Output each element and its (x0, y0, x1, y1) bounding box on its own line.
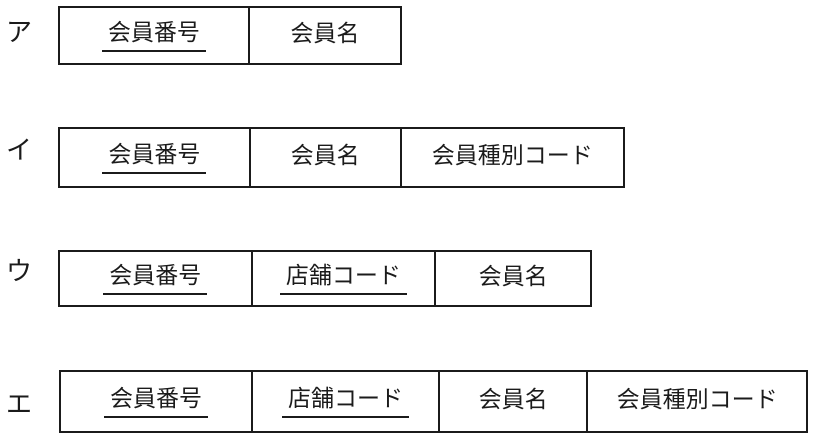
record-layout-a: 会員番号 会員名 (58, 6, 402, 65)
option-label-i: イ (6, 135, 33, 165)
field-name: 会員種別コード (616, 385, 778, 412)
field-cell: 会員名 (434, 252, 590, 305)
field-name-primary-key: 店舗コード (279, 263, 407, 295)
field-name-primary-key: 会員番号 (103, 263, 208, 295)
option-label-u: ウ (6, 256, 33, 286)
record-layout-u: 会員番号 店舗コード 会員名 (58, 250, 592, 307)
field-name-primary-key: 店舗コード (281, 386, 409, 418)
field-cell: 会員名 (437, 372, 586, 431)
field-name-primary-key: 会員番号 (103, 386, 208, 418)
field-name-primary-key: 会員番号 (101, 20, 206, 52)
field-cell: 店舗コード (250, 252, 435, 305)
field-name: 会員種別コード (431, 141, 593, 168)
field-cell: 会員種別コード (399, 129, 623, 186)
option-label-e: エ (6, 389, 33, 419)
field-cell: 会員名 (247, 8, 400, 63)
field-name: 会員名 (290, 19, 360, 46)
field-cell: 会員番号 (60, 8, 248, 63)
field-name: 会員名 (478, 385, 548, 412)
field-cell: 会員名 (248, 129, 400, 186)
record-layout-e: 会員番号 店舗コード 会員名 会員種別コード (59, 370, 808, 433)
field-cell: 会員番号 (60, 129, 249, 186)
option-label-a: ア (6, 17, 33, 47)
field-cell: 会員番号 (61, 372, 251, 431)
field-name-primary-key: 会員番号 (102, 142, 207, 174)
field-cell: 店舗コード (250, 372, 438, 431)
field-name: 会員名 (290, 141, 360, 168)
record-layout-i: 会員番号 会員名 会員種別コード (58, 127, 625, 188)
field-name: 会員名 (478, 262, 548, 289)
field-cell: 会員番号 (60, 252, 251, 305)
field-cell: 会員種別コード (586, 372, 806, 431)
